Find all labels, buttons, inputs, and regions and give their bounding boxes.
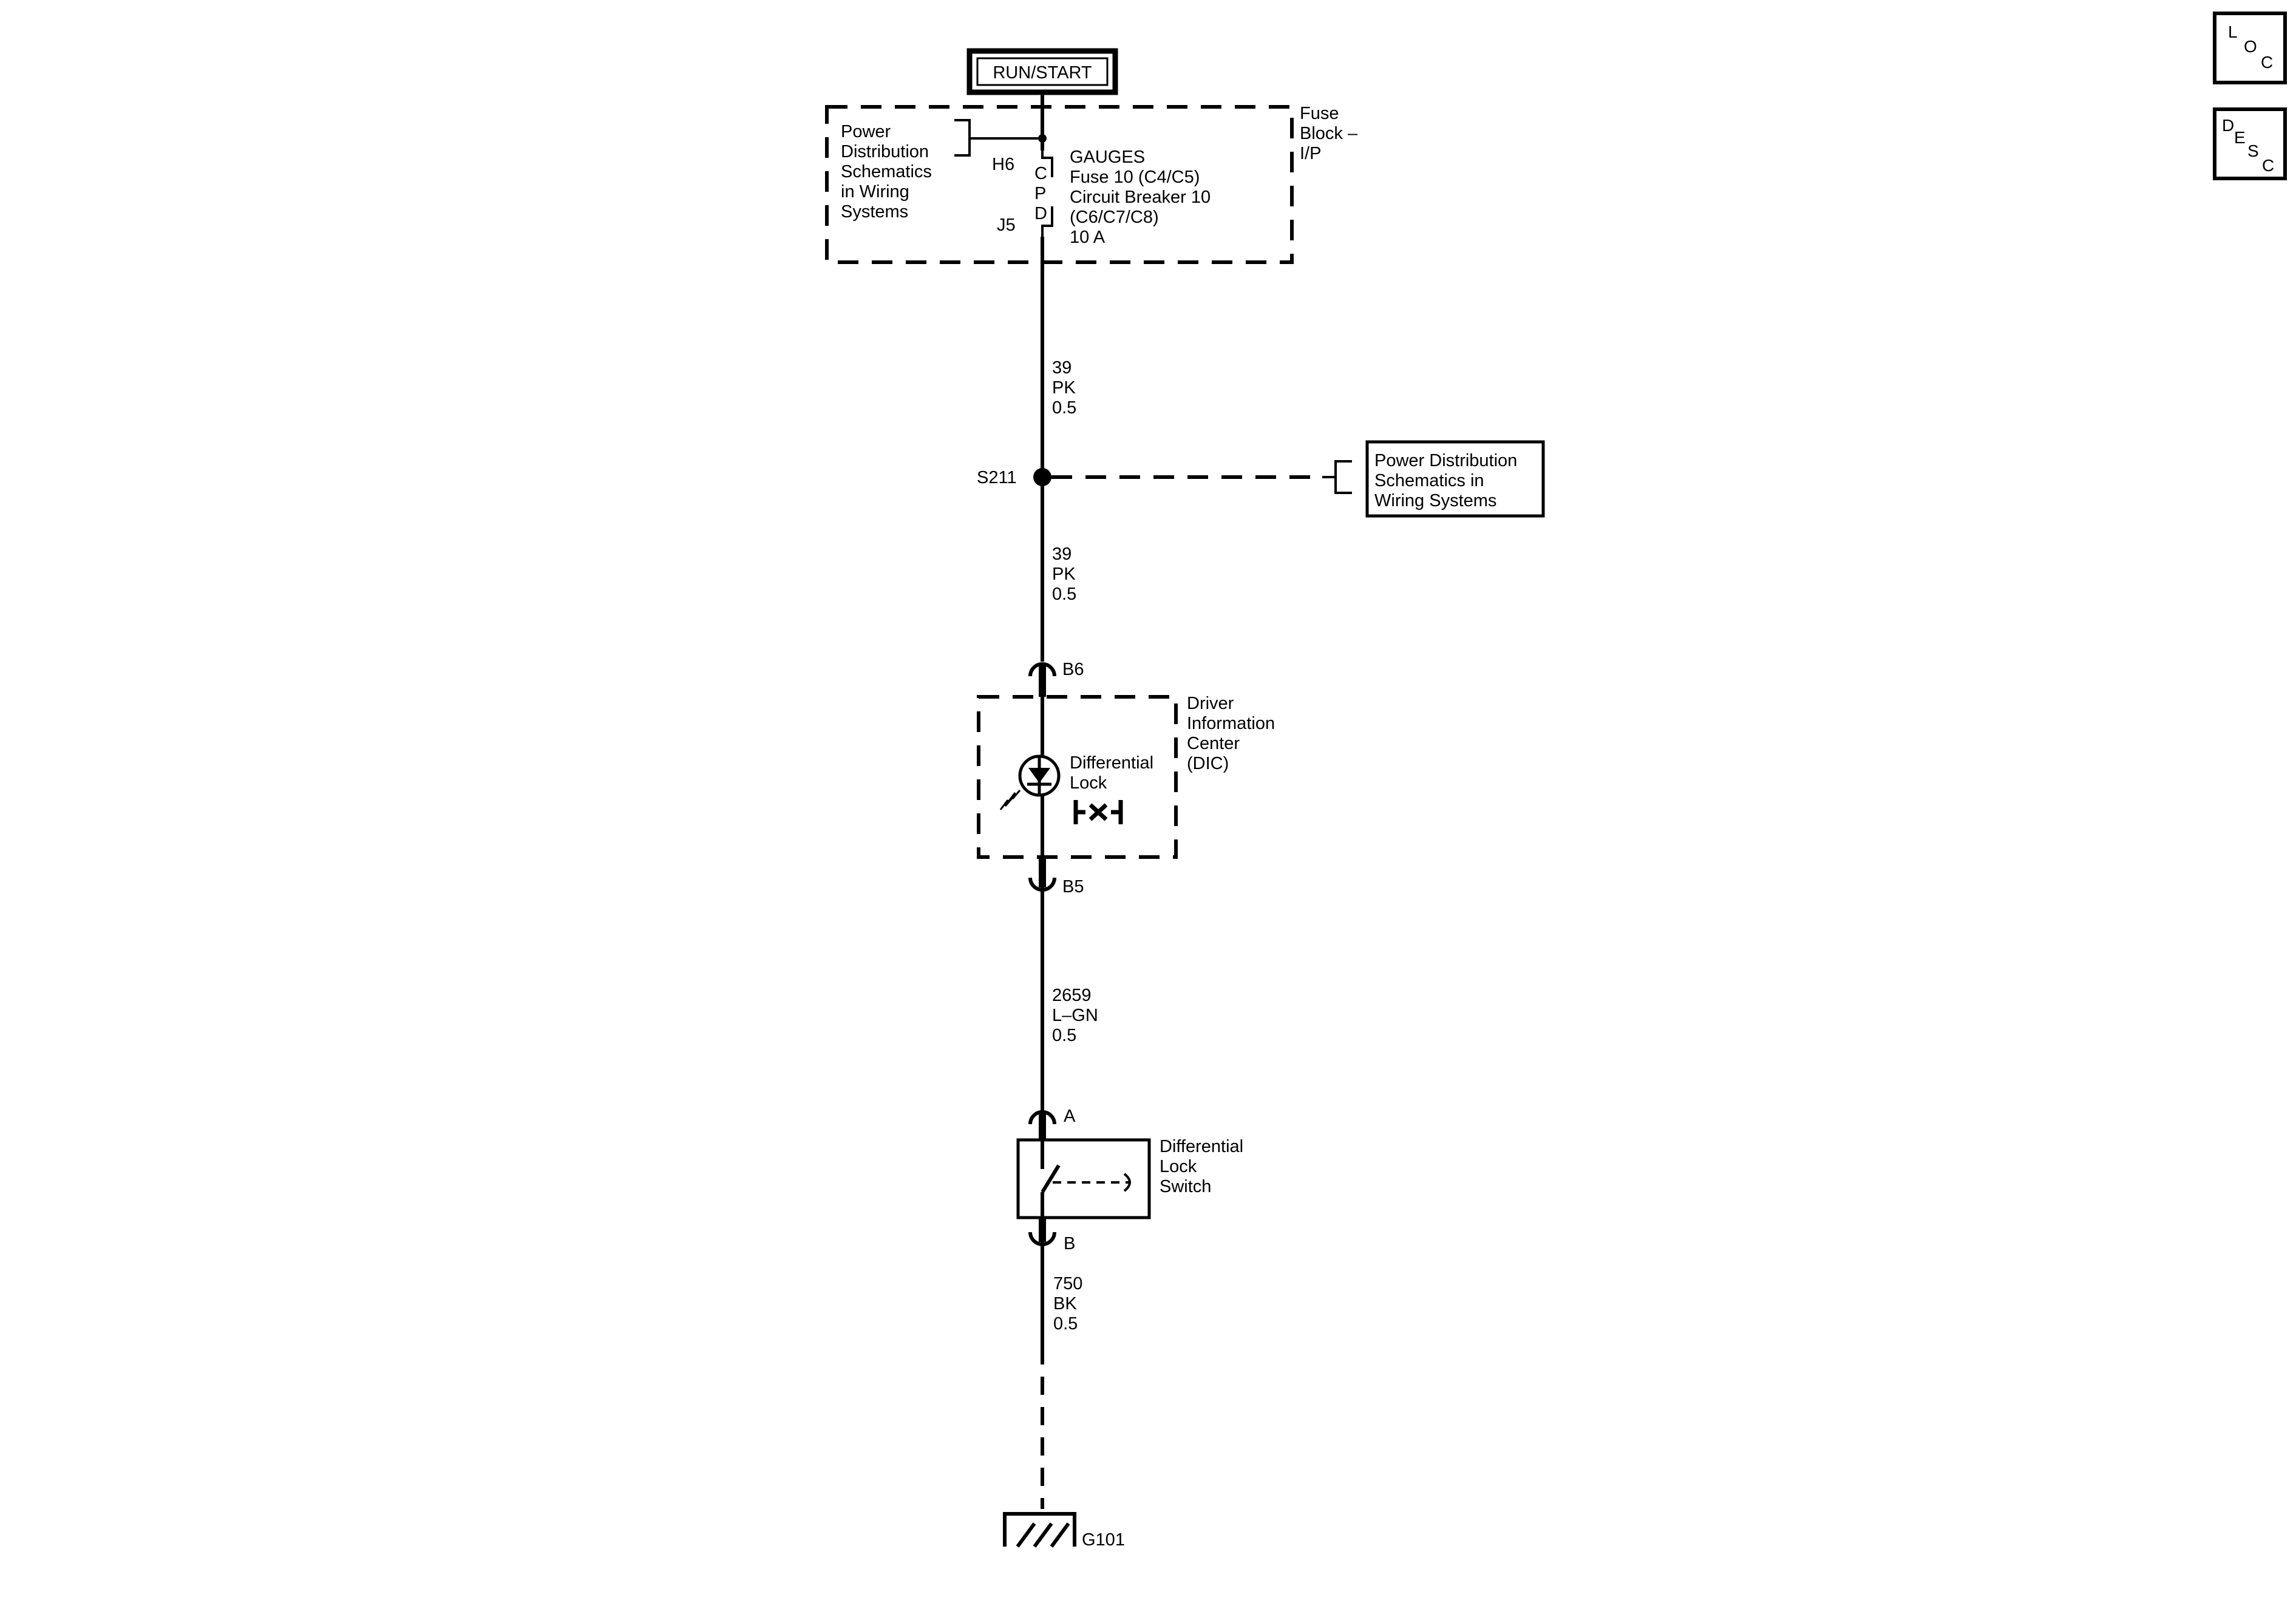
wire3-circuit: 2659: [1052, 986, 1092, 1005]
wire1-color: PK: [1052, 378, 1076, 398]
fuse-pin-bottom: J5: [997, 215, 1016, 235]
fuse-ref-line-1: Power: [841, 122, 891, 141]
splice-ref-box: [1365, 440, 1545, 518]
ground-label: G101: [1082, 1530, 1125, 1550]
fuse-text-line-4: (C6/C7/C8): [1070, 208, 1159, 227]
dic-name-line-3: Center: [1187, 734, 1240, 753]
fuse-block-name-line-3: I/P: [1300, 144, 1321, 163]
wire1-circuit: 39: [1052, 358, 1072, 378]
fuse-ref-line-2: Distribution: [841, 142, 929, 161]
run-start-source: RUN/START: [966, 48, 1118, 95]
wire2-size: 0.5: [1052, 585, 1076, 604]
wire4-circuit: 750: [1053, 1274, 1082, 1293]
cpd-letter-c: C: [1034, 164, 1047, 183]
loc-letter-l: L: [2228, 22, 2238, 41]
cpd-letter-p: P: [1034, 184, 1046, 203]
differential-lock-switch: A Differential Lock Switch B: [1016, 1107, 1243, 1253]
dic-name-line-4: (DIC): [1187, 754, 1229, 773]
driver-information-center: B6 Driver Information Center (DIC) Diffe…: [977, 660, 1275, 897]
fuse-ref-line-4: in Wiring: [841, 182, 909, 202]
fuse-block-name-line-2: Block –: [1300, 124, 1358, 143]
dic-pin-bottom: B5: [1062, 877, 1084, 897]
wire2-color: PK: [1052, 564, 1076, 584]
fuse-text-line-3: Circuit Breaker 10: [1070, 188, 1211, 207]
splice-ref-line-3: Wiring Systems: [1374, 491, 1496, 510]
dic-pin-top: B6: [1062, 660, 1084, 679]
fuse-text-line-5: 10 A: [1070, 228, 1106, 247]
fuse-pin-top: H6: [992, 155, 1014, 174]
switch-contact-icon: [1041, 1141, 1131, 1218]
indicator-label-line-1: Differential: [1070, 753, 1153, 773]
fuse-block: Fuse Block – I/P Power Distribution Sche…: [825, 104, 1358, 264]
fuse-ref-line-3: Schematics: [841, 162, 932, 181]
loc-letter-o: O: [2244, 37, 2257, 56]
desc-letter-d: D: [2222, 116, 2234, 135]
ground-g101-icon: [1003, 1512, 1076, 1548]
dic-outline: [977, 695, 1178, 859]
splice-ref-line-1: Power Distribution: [1374, 451, 1517, 470]
switch-name-line-3: Switch: [1160, 1177, 1211, 1196]
wire3-color: L–GN: [1052, 1006, 1098, 1025]
splice-label: S211: [977, 468, 1017, 487]
cpd-letter-d: D: [1034, 204, 1047, 223]
fuse-block-name-line-1: Fuse: [1300, 104, 1339, 123]
switch-name-line-2: Lock: [1160, 1157, 1197, 1176]
fuse-block-outline: [825, 105, 1294, 264]
fuse-ref-line-5: Systems: [841, 202, 908, 222]
wire1-size: 0.5: [1052, 398, 1076, 418]
splice-ref-line-2: Schematics in: [1374, 471, 1484, 490]
switch-pin-bottom: B: [1064, 1234, 1075, 1253]
indicator-lamp-icon: [1018, 754, 1061, 797]
light-emission-icon: [999, 790, 1021, 810]
desc-button[interactable]: D E S C: [2213, 107, 2287, 180]
loc-letter-c: C: [2261, 53, 2273, 72]
differential-lock-symbol-icon: [1073, 800, 1123, 824]
switch-name-line-1: Differential: [1160, 1137, 1243, 1156]
loc-button[interactable]: L O C: [2213, 12, 2287, 84]
dic-name-line-2: Information: [1187, 714, 1275, 733]
desc-letter-s: S: [2247, 141, 2259, 160]
fuse-text-line-2: Fuse 10 (C4/C5): [1070, 168, 1200, 187]
splice-s211: S211 Power Distribution Schematics in Wi…: [977, 440, 1545, 518]
wire4-color: BK: [1053, 1294, 1077, 1314]
wire4-size: 0.5: [1053, 1314, 1078, 1334]
dic-name-line-1: Driver: [1187, 694, 1234, 713]
wire2-circuit: 39: [1052, 544, 1072, 564]
fuse-text-line-1: GAUGES: [1070, 147, 1145, 167]
switch-pin-top: A: [1064, 1107, 1076, 1126]
run-start-label: RUN/START: [993, 63, 1092, 83]
desc-letter-e: E: [2234, 128, 2246, 147]
wire3-size: 0.5: [1052, 1026, 1076, 1045]
switch-box: [1016, 1138, 1151, 1219]
indicator-label-line-2: Lock: [1070, 773, 1107, 793]
desc-letter-c: C: [2262, 156, 2274, 175]
